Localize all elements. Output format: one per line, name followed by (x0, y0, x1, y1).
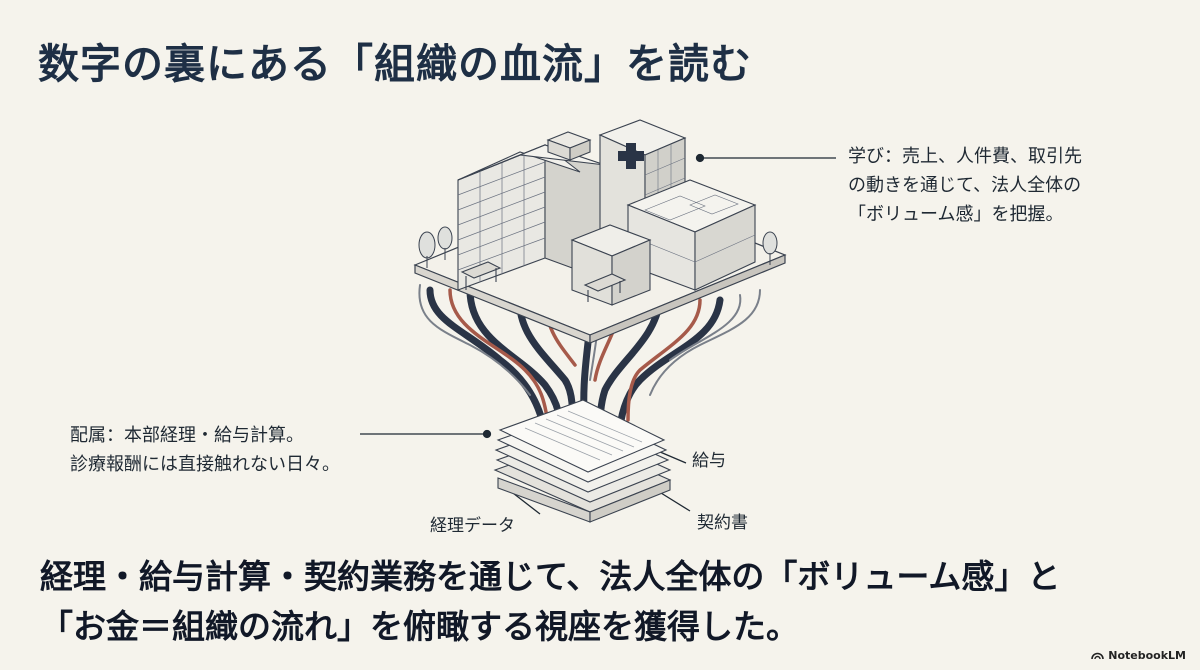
annotation-learning-line-1: 学び：売上、人件費、取引先 (848, 146, 1082, 167)
annotation-learning-line-2: の動きを通じて、法人全体の (848, 175, 1082, 196)
annotation-learning-line-3: 「ボリューム感」を把握。 (848, 204, 1064, 225)
document-stack (493, 399, 672, 523)
notebooklm-logo-icon (1091, 652, 1105, 660)
annotation-assignment: 配属：本部経理・給与計算。 診療報酬には直接触れない日々。 (70, 421, 340, 479)
hospital-building (457, 119, 757, 306)
label-contract: 契約書 (697, 513, 748, 533)
conclusion-text: 経理・給与計算・契約業務を通じて、法人全体の「ボリューム感」と 「お金＝組織の流… (40, 552, 1060, 652)
conclusion-line-2: 「お金＝組織の流れ」を俯瞰する視座を獲得した。 (40, 607, 799, 646)
brand-name: NotebookLM (1108, 649, 1186, 662)
brand-watermark: NotebookLM (1091, 649, 1186, 662)
annotation-assignment-line-2: 診療報酬には直接触れない日々。 (70, 454, 340, 475)
label-salary: 給与 (692, 451, 726, 471)
annotation-learning: 学び：売上、人件費、取引先 の動きを通じて、法人全体の 「ボリューム感」を把握。 (848, 142, 1082, 229)
conclusion-line-1: 経理・給与計算・契約業務を通じて、法人全体の「ボリューム感」と (40, 557, 1061, 596)
label-accounting-data: 経理データ (430, 516, 515, 536)
tree-icons (418, 226, 778, 268)
annotation-assignment-line-1: 配属：本部経理・給与計算。 (70, 425, 304, 446)
slide-title: 数字の裏にある「組織の血流」を読む (38, 40, 752, 88)
